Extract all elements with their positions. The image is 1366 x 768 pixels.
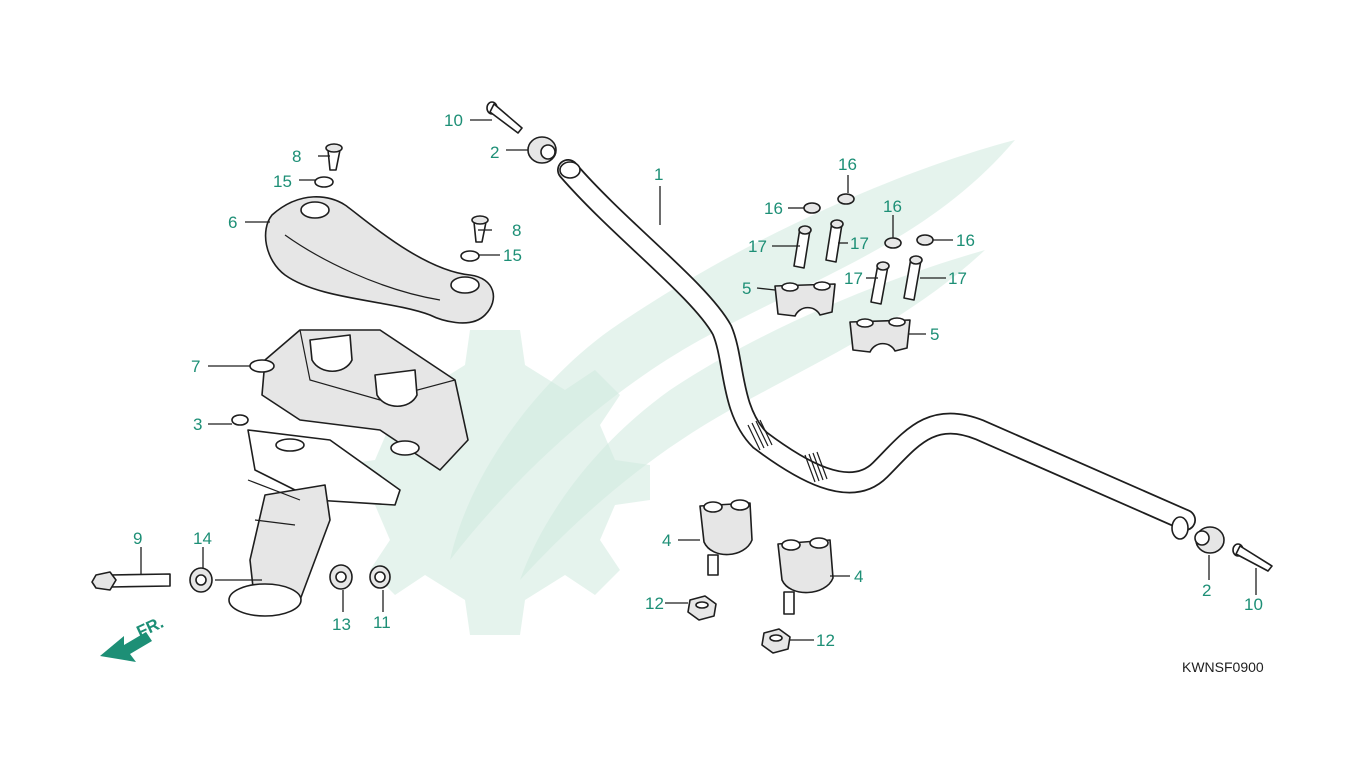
upper-holder-b — [849, 317, 911, 353]
callout-17-c: 17 — [844, 269, 863, 288]
callout-9: 9 — [133, 529, 142, 548]
callout-5-upper: 5 — [742, 279, 751, 298]
callout-16-left: 16 — [764, 199, 783, 218]
callout-17-b: 17 — [850, 234, 869, 253]
callout-16-mid: 16 — [883, 197, 902, 216]
callout-16-right: 16 — [956, 231, 975, 250]
top-bridge — [231, 329, 469, 471]
callout-7: 7 — [191, 357, 200, 376]
callout-4-right: 4 — [854, 567, 863, 586]
callout-13: 13 — [332, 615, 351, 634]
stem-bolt-9 — [91, 571, 171, 591]
callout-5-lower: 5 — [930, 325, 939, 344]
washers — [189, 564, 391, 593]
front-arrow: FR. — [100, 613, 167, 662]
callout-6: 6 — [228, 213, 237, 232]
fork-stem — [228, 429, 401, 617]
upper-holder-a — [774, 281, 836, 317]
leader-lines — [140, 119, 1257, 641]
lower-holder-a — [699, 499, 753, 576]
callout-8-right: 8 — [512, 221, 521, 240]
knurl-left — [747, 419, 773, 451]
callout-15-right: 15 — [503, 246, 522, 265]
nuts-12 — [687, 595, 791, 654]
callout-2-left: 2 — [490, 143, 499, 162]
screw-left — [486, 101, 523, 134]
callout-12-left: 12 — [645, 594, 664, 613]
holder-bolts — [793, 219, 923, 305]
callout-2-right: 2 — [1202, 581, 1211, 600]
callout-8-left: 8 — [292, 147, 301, 166]
callout-10-left: 10 — [444, 111, 463, 130]
callout-15-left: 15 — [273, 172, 292, 191]
callout-16-top: 16 — [838, 155, 857, 174]
meter-bracket — [264, 196, 495, 324]
meter-bracket-screws — [314, 143, 489, 262]
lower-holder-b — [777, 537, 834, 615]
bar-end-weight-left — [527, 136, 557, 164]
screw-right — [1232, 543, 1273, 572]
diagram-code: KWNSF0900 — [1182, 659, 1264, 675]
callout-12-right: 12 — [816, 631, 835, 650]
bar-end-weight-right — [1194, 526, 1225, 554]
callout-4-left: 4 — [662, 531, 671, 550]
handlebar-end-left — [559, 161, 581, 179]
callout-14: 14 — [193, 529, 212, 548]
knurl-right — [804, 451, 828, 483]
callout-3: 3 — [193, 415, 202, 434]
callout-17-d: 17 — [948, 269, 967, 288]
handlebar-end-right — [1171, 516, 1189, 540]
callout-10-right: 10 — [1244, 595, 1263, 614]
handlebar — [557, 159, 1196, 540]
callout-17-a: 17 — [748, 237, 767, 256]
callout-numbers: 1 2 2 3 4 4 5 5 6 7 8 8 9 10 10 11 12 12… — [133, 111, 1263, 650]
callout-1: 1 — [654, 165, 663, 184]
callout-11: 11 — [373, 613, 391, 632]
